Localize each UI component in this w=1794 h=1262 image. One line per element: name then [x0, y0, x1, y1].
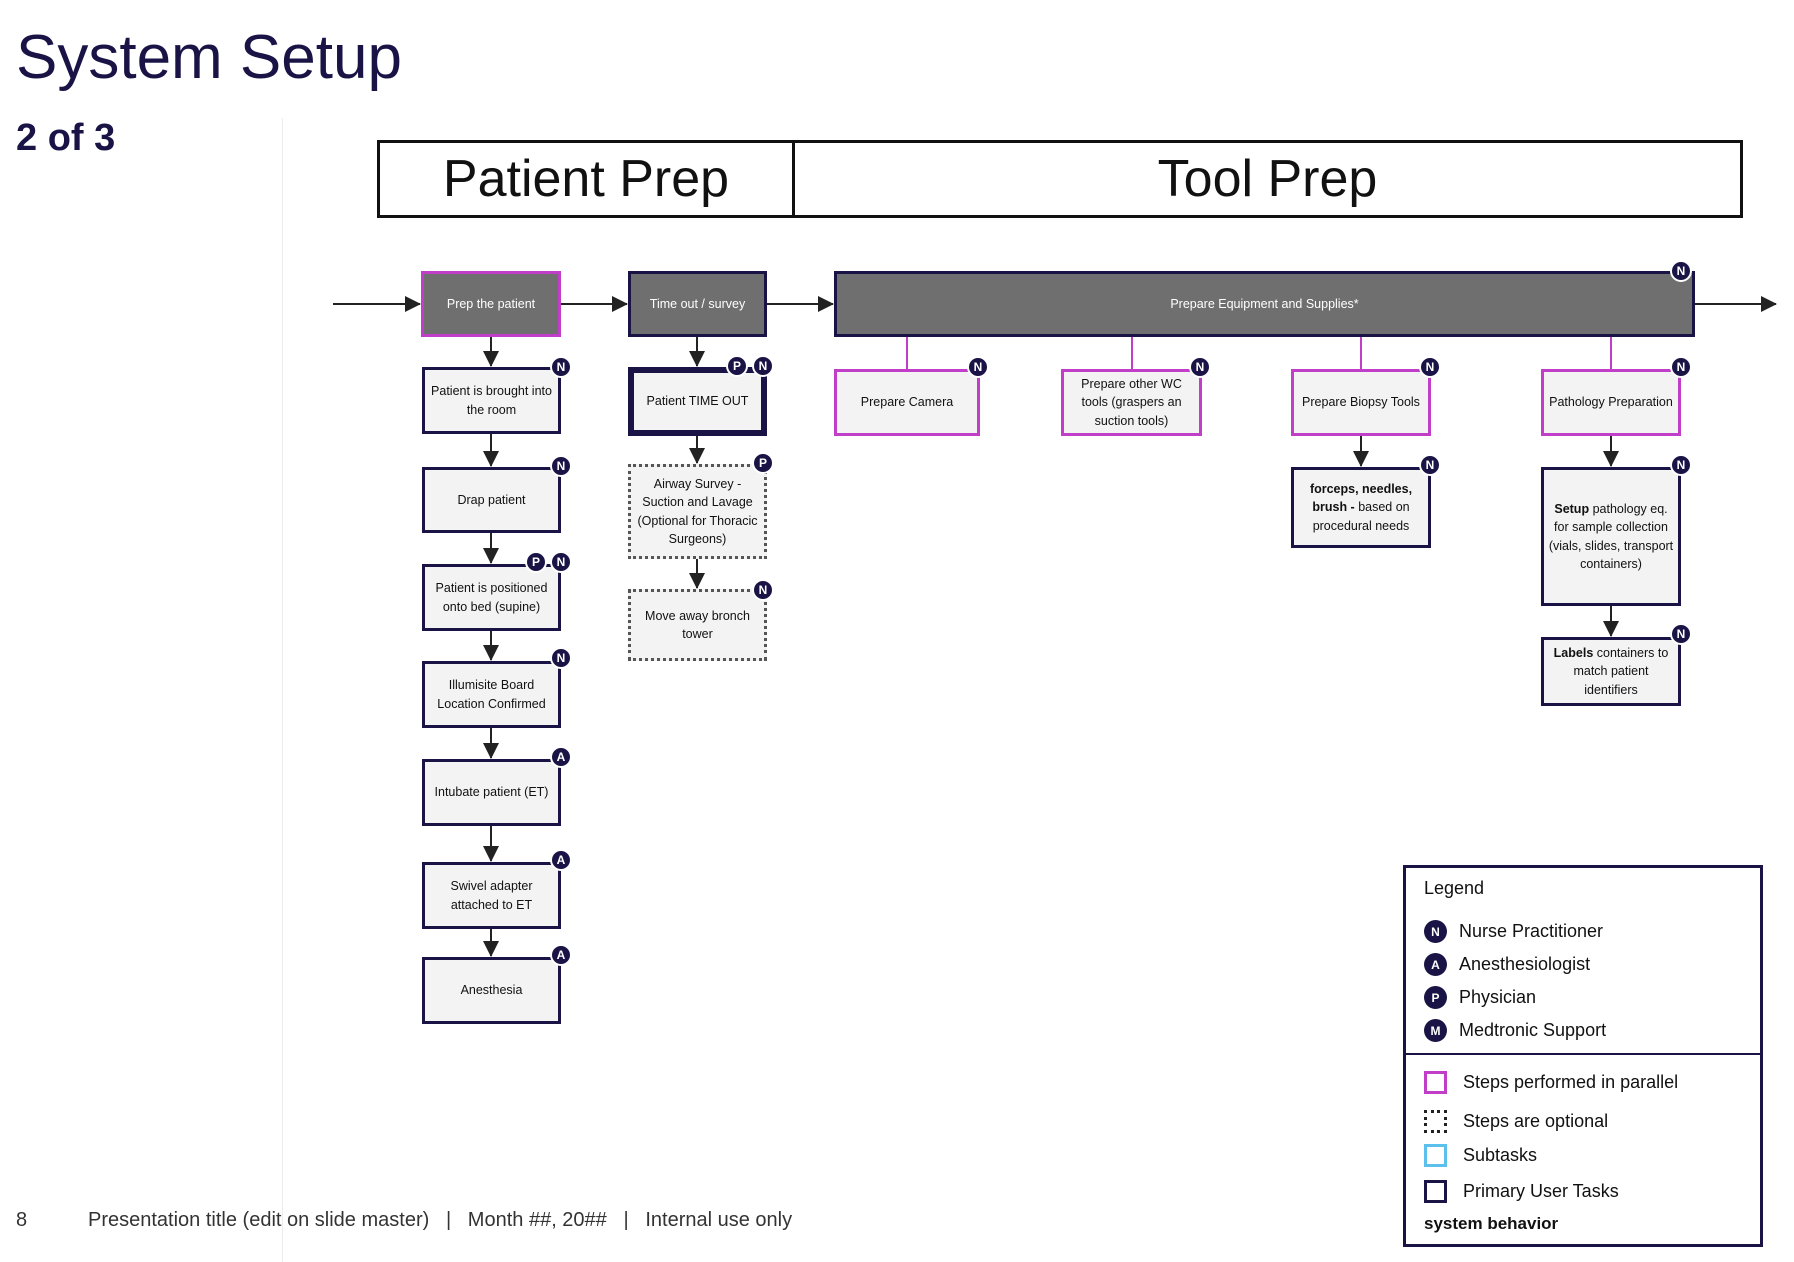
footer-page-number: 8 [16, 1209, 28, 1231]
step-time-out-survey[interactable]: Time out / survey [628, 271, 767, 337]
legend-medtronic: M Medtronic Support [1424, 1019, 1606, 1042]
legend-anesthesiologist: A Anesthesiologist [1424, 953, 1590, 976]
legend-parallel-label: Steps performed in parallel [1463, 1072, 1679, 1092]
step-prepare-equipment[interactable]: Prepare Equipment and Supplies* [834, 271, 1695, 337]
nurse-badge-icon: N [752, 355, 774, 377]
legend-subtasks-label: Subtasks [1463, 1145, 1538, 1165]
slide-title: System Setup [16, 23, 402, 92]
anesthesiologist-badge-icon: A [550, 944, 572, 966]
nurse-badge-icon: N [550, 551, 572, 573]
nurse-badge-icon: N [550, 356, 572, 378]
physician-badge-icon: P [525, 551, 547, 573]
step-prepare-wc-tools[interactable]: Prepare other WC tools (graspers an suct… [1061, 369, 1202, 436]
step-forceps-needles-brush[interactable]: forceps, needles, brush - based on proce… [1291, 467, 1431, 548]
nurse-badge-icon: N [1419, 356, 1441, 378]
labels-rest-text: containers to match patient identifiers [1573, 646, 1669, 697]
legend-optional: Steps are optional [1424, 1110, 1608, 1133]
setup-bold-text: Setup [1554, 502, 1590, 517]
slide-subtitle: 2 of 3 [16, 117, 116, 159]
step-swivel-adapter[interactable]: Swivel adapter attached to ET [422, 862, 561, 929]
step-patient-brought-in[interactable]: Patient is brought into the room [422, 367, 561, 434]
nurse-badge-icon: N [1670, 260, 1692, 282]
legend-anesthesiologist-label: Anesthesiologist [1459, 954, 1591, 974]
phase-patient-prep: Patient Prep [377, 140, 795, 218]
legend-physician: P Physician [1424, 986, 1536, 1009]
legend-system-behavior: system behavior [1424, 1214, 1559, 1233]
footer-text: Presentation title (edit on slide master… [88, 1209, 793, 1231]
nurse-badge-icon: N [1189, 356, 1211, 378]
forceps-rest-text: based on procedural needs [1312, 500, 1410, 533]
step-anesthesia[interactable]: Anesthesia [422, 957, 561, 1024]
legend-title: Legend [1424, 878, 1485, 898]
legend-subtasks: Subtasks [1424, 1144, 1537, 1167]
legend-divider [1406, 1053, 1760, 1055]
step-illumisite-board[interactable]: Illumisite Board Location Confirmed [422, 661, 561, 728]
step-patient-time-out[interactable]: Patient TIME OUT [628, 367, 767, 436]
step-labels-containers[interactable]: Labels containers to match patient ident… [1541, 637, 1681, 706]
primary-swatch-icon [1424, 1180, 1447, 1203]
nurse-badge-icon: N [550, 455, 572, 477]
setup-rest-text: pathology eq. for sample collection (via… [1548, 502, 1674, 571]
canvas-edge [282, 118, 283, 1262]
anesthesiologist-badge-icon: A [550, 746, 572, 768]
step-setup-pathology[interactable]: Setup pathology eq. for sample collectio… [1541, 467, 1681, 606]
labels-bold-text: Labels [1553, 646, 1594, 661]
nurse-badge-icon: N [1424, 920, 1447, 943]
step-prepare-biopsy-tools[interactable]: Prepare Biopsy Tools [1291, 369, 1431, 436]
step-move-bronch-tower[interactable]: Move away bronch tower [628, 589, 767, 661]
step-airway-survey[interactable]: Airway Survey - Suction and Lavage (Opti… [628, 464, 767, 559]
optional-swatch-icon [1424, 1110, 1447, 1133]
subtask-swatch-icon [1424, 1144, 1447, 1167]
medtronic-badge-icon: M [1424, 1019, 1447, 1042]
nurse-badge-icon: N [1670, 356, 1692, 378]
forceps-bold-text: forceps, needles, brush - [1309, 482, 1413, 515]
nurse-badge-icon: N [1419, 454, 1441, 476]
legend-primary-label: Primary User Tasks [1463, 1181, 1619, 1201]
anesthesiologist-badge-icon: A [550, 849, 572, 871]
physician-badge-icon: P [1424, 986, 1447, 1009]
parallel-swatch-icon [1424, 1071, 1447, 1094]
legend-nurse: N Nurse Practitioner [1424, 920, 1603, 943]
physician-badge-icon: P [752, 452, 774, 474]
step-pathology-preparation[interactable]: Pathology Preparation [1541, 369, 1681, 436]
legend-optional-label: Steps are optional [1463, 1111, 1609, 1131]
legend-parallel: Steps performed in parallel [1424, 1071, 1678, 1094]
step-prepare-camera[interactable]: Prepare Camera [834, 369, 980, 436]
legend-physician-label: Physician [1459, 987, 1537, 1007]
legend-medtronic-label: Medtronic Support [1459, 1020, 1607, 1040]
phase-tool-prep: Tool Prep [792, 140, 1743, 218]
step-intubate-patient[interactable]: Intubate patient (ET) [422, 759, 561, 826]
nurse-badge-icon: N [1670, 454, 1692, 476]
legend-nurse-label: Nurse Practitioner [1459, 921, 1604, 941]
step-drap-patient[interactable]: Drap patient [422, 467, 561, 533]
nurse-badge-icon: N [752, 579, 774, 601]
nurse-badge-icon: N [1670, 623, 1692, 645]
step-patient-positioned[interactable]: Patient is positioned onto bed (supine) [422, 564, 561, 631]
nurse-badge-icon: N [967, 356, 989, 378]
anesthesiologist-badge-icon: A [1424, 953, 1447, 976]
legend: Legend N Nurse Practitioner A Anesthesio… [1403, 865, 1763, 1247]
physician-badge-icon: P [726, 355, 748, 377]
step-prep-the-patient[interactable]: Prep the patient [421, 271, 561, 337]
nurse-badge-icon: N [550, 647, 572, 669]
legend-primary: Primary User Tasks [1424, 1180, 1619, 1203]
